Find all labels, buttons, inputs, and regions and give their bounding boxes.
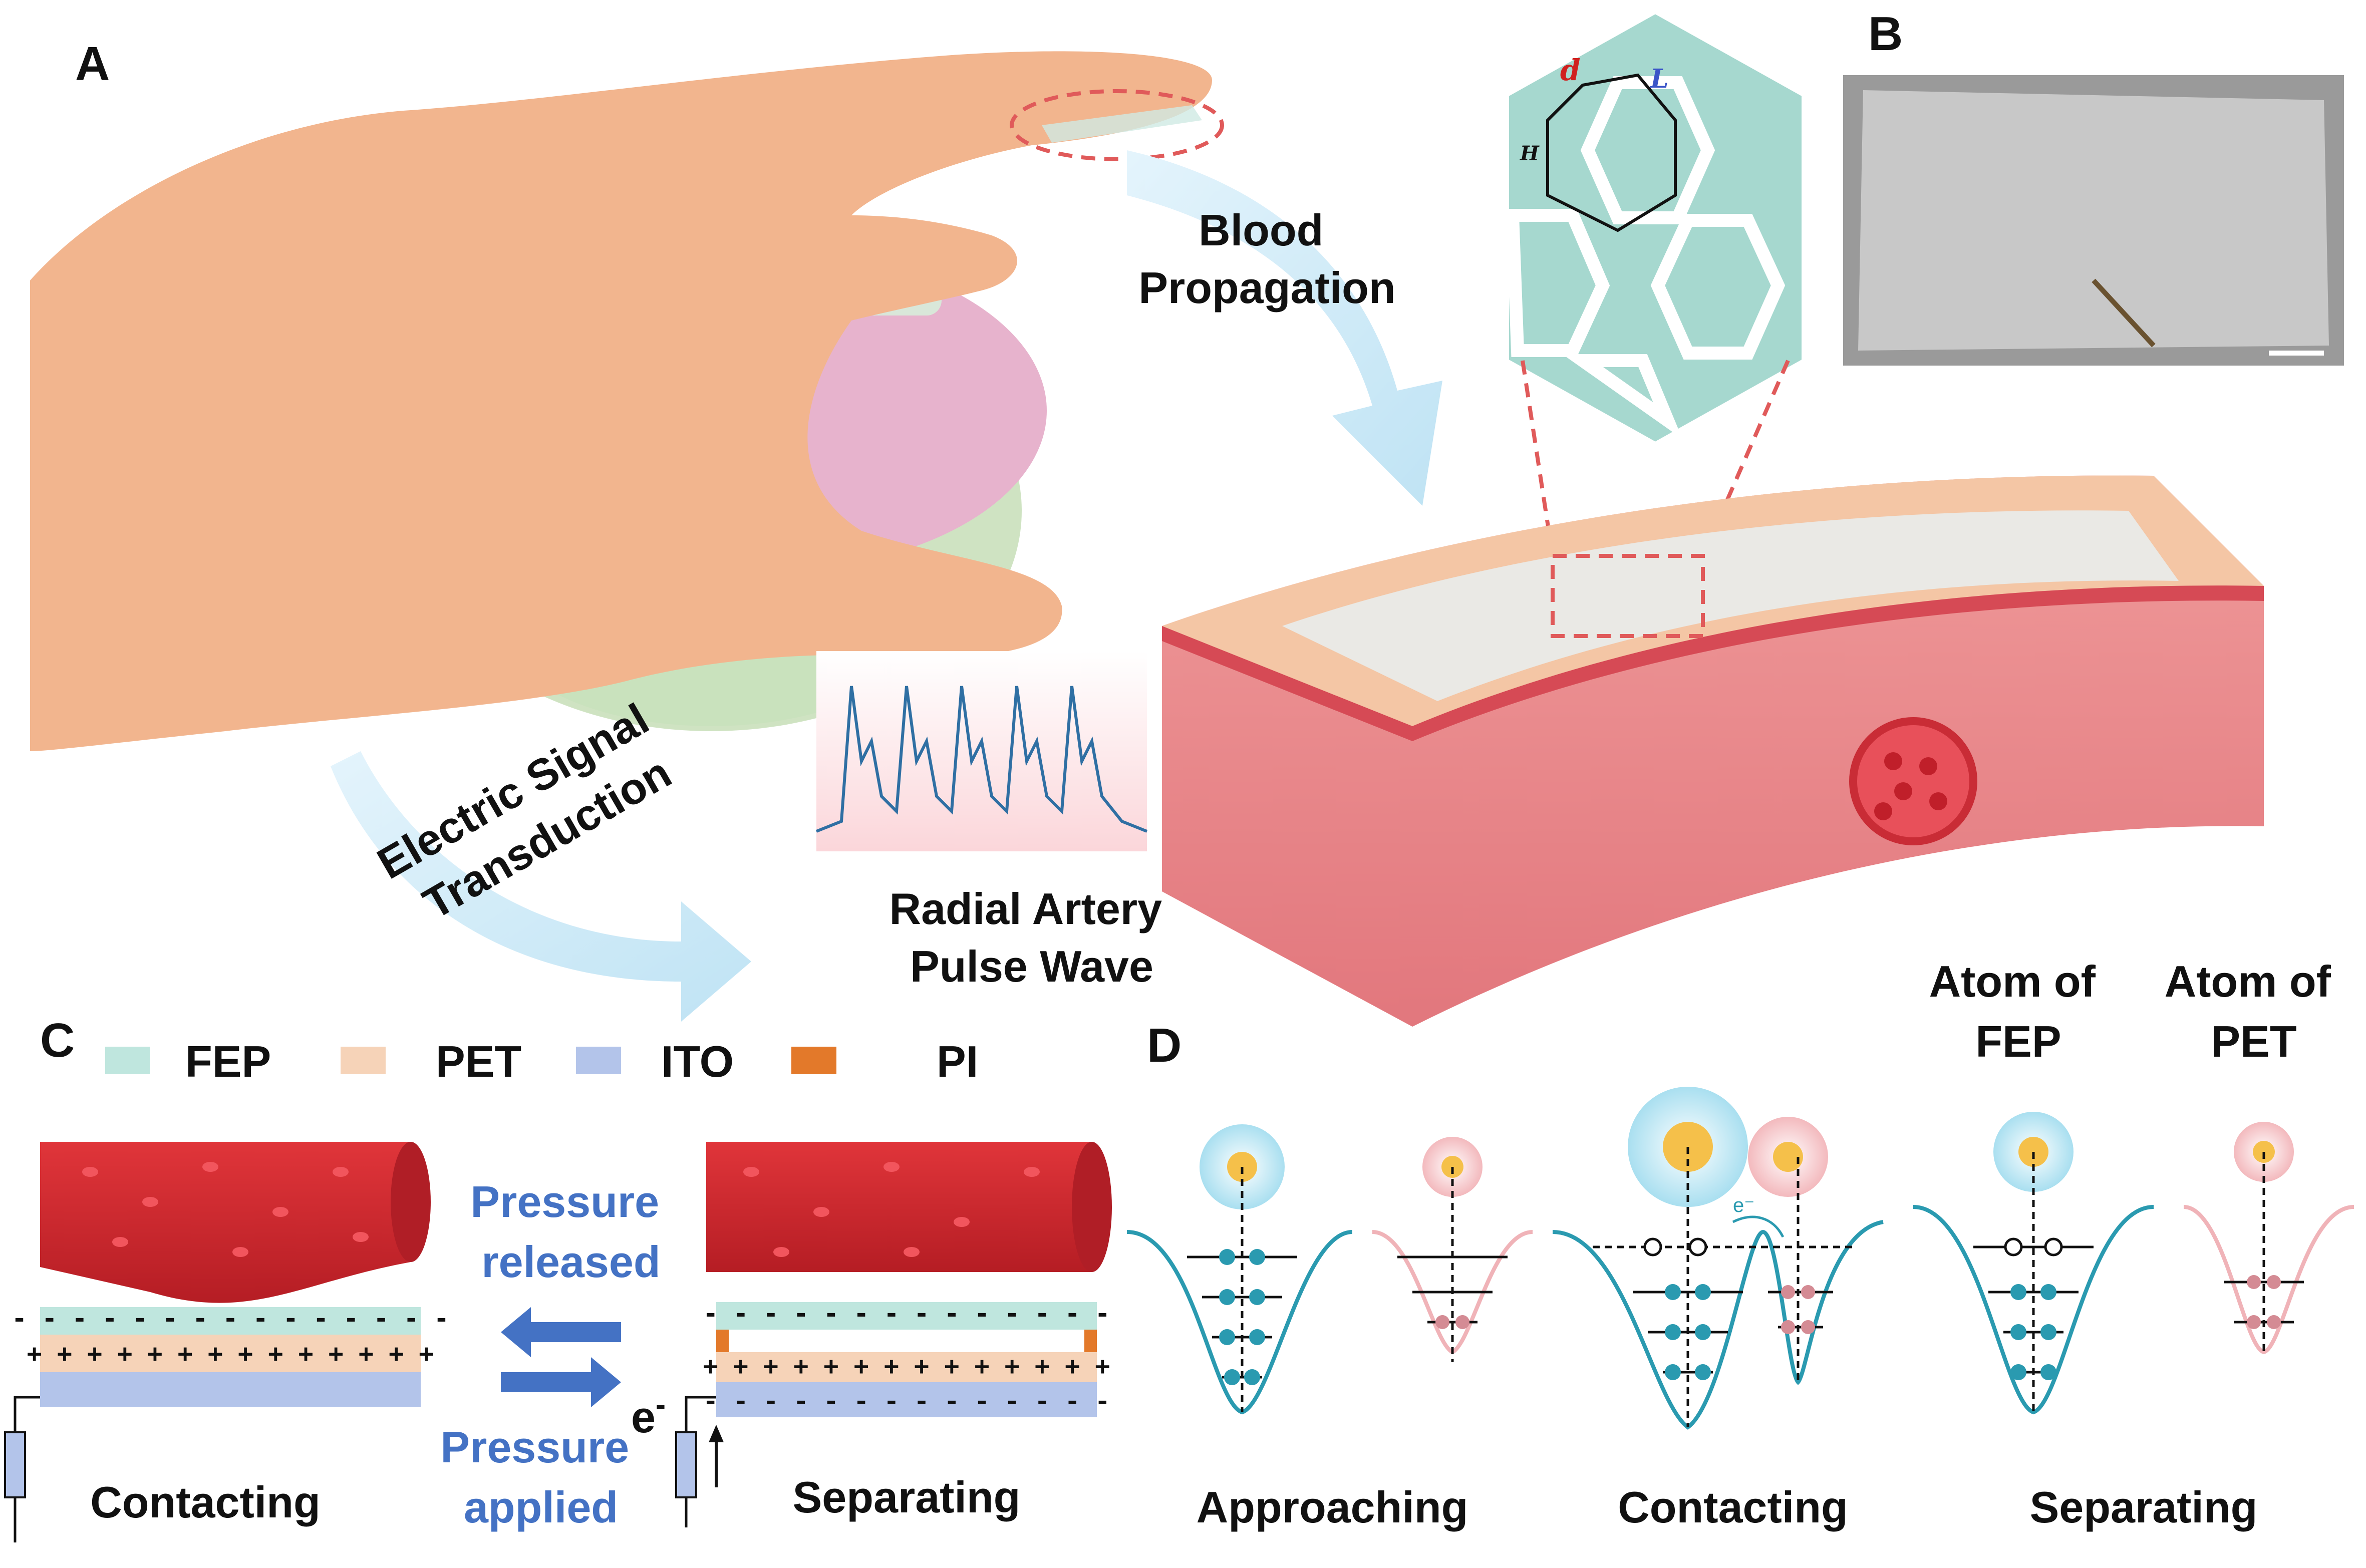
atom-of-fep-label: Atom of FEP — [1929, 957, 2108, 1066]
legend-label-ito: ITO — [661, 1037, 734, 1086]
blood-vessel-cross-section — [1849, 717, 1977, 845]
skin-tissue-block — [1162, 475, 2264, 1027]
separating-label-d: Separating — [2030, 1482, 2258, 1532]
separating-diagram-d — [1913, 1112, 2354, 1415]
panel-label-b: B — [1868, 7, 1903, 61]
hex-l-label: L — [1649, 64, 1669, 94]
contacting-device: - - - - - - - - - - - - - - - + + + + + … — [4, 1142, 449, 1542]
electron-label: e- — [631, 1388, 666, 1442]
blood-propagation-arrow — [1127, 150, 1442, 506]
hex-h-label: H — [1520, 142, 1540, 165]
sensor-zoom-box — [1551, 554, 1705, 638]
fingertip-sensor-highlight — [1010, 89, 1224, 161]
legend-swatch-ito — [576, 1047, 621, 1074]
panel-label-c: C — [40, 1014, 75, 1067]
pressure-applied-label: Pressure applied — [440, 1422, 641, 1532]
hand-illustration — [30, 51, 1212, 751]
approaching-diagram — [1126, 1124, 1533, 1415]
electric-signal-arrow — [331, 751, 751, 1022]
scale-bar — [2269, 351, 2324, 356]
sensor-photo — [1843, 75, 2344, 366]
blood-propagation-label: Blood Propagation — [1138, 205, 1395, 312]
electron-transfer-label: e⁻ — [1733, 1194, 1754, 1216]
pressure-released-label: Pressure released — [470, 1177, 671, 1287]
arrow-left — [501, 1307, 621, 1357]
hex-d-label: d — [1560, 53, 1581, 87]
arrow-right — [501, 1357, 621, 1407]
atom-of-pet-label: Atom of PET — [2165, 957, 2343, 1066]
svg-text:+ + + + + + + + + + + + + +: + + + + + + + + + + + + + + — [27, 1339, 434, 1368]
panel-label-d: D — [1147, 1019, 1181, 1072]
legend-label-fep: FEP — [185, 1037, 271, 1086]
legend: FEP PET ITO PI — [105, 1037, 978, 1086]
svg-text:- - - - - - - - - - - - - -: - - - - - - - - - - - - - - — [703, 1387, 1110, 1416]
legend-swatch-fep — [105, 1047, 150, 1074]
contacting-diagram-d: e⁻ — [1552, 1087, 1884, 1430]
pulse-wave-inset — [815, 651, 1148, 851]
svg-text:+ + + + + + + + + + + + + +: + + + + + + + + + + + + + + — [703, 1352, 1110, 1381]
svg-text:- - - - - - - - - - - - - - -: - - - - - - - - - - - - - - - — [12, 1304, 449, 1333]
legend-label-pi: PI — [937, 1037, 978, 1086]
hexagon-outline — [1546, 73, 1677, 232]
separating-device: - - - - - - - - - - - - - - + + + + + + … — [675, 1142, 1112, 1527]
pulse-wave-trace — [815, 686, 1148, 833]
svg-text:- - - - - - - - - - - - - -: - - - - - - - - - - - - - - — [703, 1299, 1110, 1328]
legend-swatch-pet — [341, 1047, 386, 1074]
separating-label-c: Separating — [793, 1472, 1021, 1522]
legend-swatch-pi — [791, 1047, 836, 1074]
contacting-label-d: Contacting — [1618, 1482, 1848, 1532]
zoom-lines — [1521, 360, 1790, 557]
panel-label-a: A — [75, 37, 110, 91]
hexagon-zoom-inset: d L H — [1506, 11, 1805, 445]
contacting-label-c: Contacting — [90, 1477, 321, 1527]
legend-label-pet: PET — [436, 1037, 521, 1086]
radial-artery-label: Radial Artery Pulse Wave — [890, 884, 1174, 991]
electric-signal-label: Electric Signal Transduction — [369, 688, 696, 938]
approaching-label: Approaching — [1197, 1482, 1468, 1532]
